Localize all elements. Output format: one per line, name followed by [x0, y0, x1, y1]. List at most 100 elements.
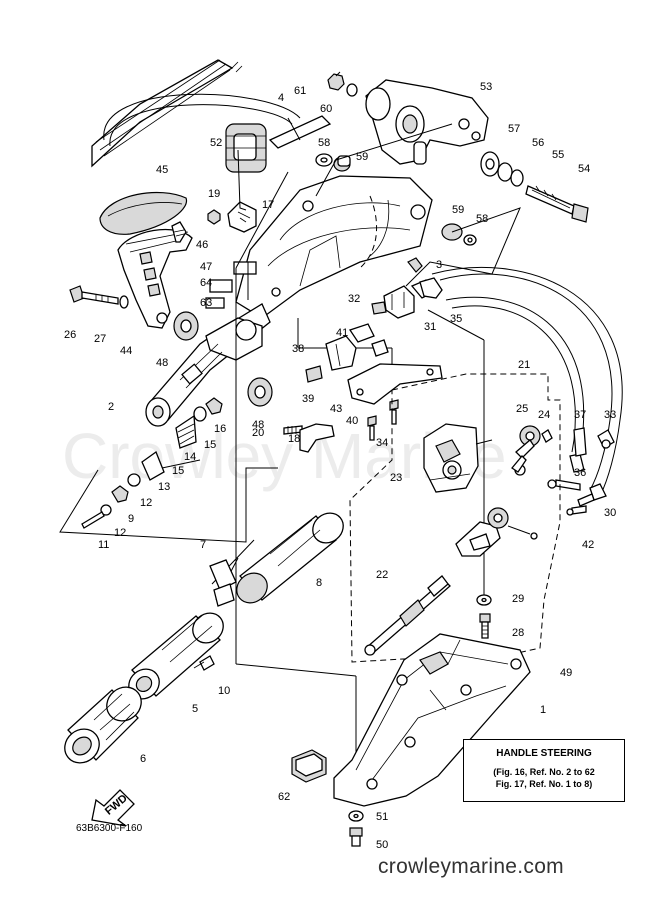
info-box-line2: Fig. 17, Ref. No. 1 to 8) — [495, 779, 593, 789]
callout-41: 41 — [336, 327, 348, 339]
shaft-22 — [364, 507, 538, 656]
callout-12b: 12 — [140, 497, 152, 509]
block-39 — [305, 365, 323, 383]
callout-61: 61 — [294, 85, 306, 97]
callout-38: 38 — [292, 343, 304, 355]
callout-45: 45 — [156, 164, 168, 176]
callout-16: 16 — [214, 423, 226, 435]
callout-15b: 15 — [172, 465, 184, 477]
callout-5: 5 — [192, 703, 198, 715]
callout-44: 44 — [120, 345, 132, 357]
shift-housing-23 — [423, 423, 493, 493]
sticker-7 — [209, 559, 237, 607]
screw-10 — [193, 655, 215, 671]
callout-46: 46 — [196, 239, 208, 251]
block-32 — [371, 301, 387, 315]
clip-24 — [541, 429, 553, 443]
callout-6: 6 — [140, 753, 146, 765]
callout-36: 36 — [574, 467, 586, 479]
callout-48a: 48 — [156, 357, 168, 369]
leader-lines — [59, 71, 521, 790]
callout-51: 51 — [376, 811, 388, 823]
label-sticker-4 — [268, 115, 332, 149]
callout-49: 49 — [560, 667, 572, 679]
clamp-35 — [419, 277, 443, 299]
shift-assembly-box-21 — [349, 373, 561, 663]
handle-grip-44 — [117, 228, 193, 329]
small-parts-9-16 — [81, 397, 223, 529]
callout-52: 52 — [210, 137, 222, 149]
washers-58-59-right — [441, 223, 477, 246]
callout-12a: 12 — [114, 527, 126, 539]
callout-18: 18 — [288, 433, 300, 445]
callout-58a: 58 — [318, 137, 330, 149]
callout-59b: 59 — [452, 204, 464, 216]
callout-14: 14 — [184, 451, 196, 463]
bolt-26 — [69, 285, 129, 309]
bolt-stack-54 — [480, 151, 589, 223]
callout-35: 35 — [450, 313, 462, 325]
steering-arm-2 — [145, 303, 271, 427]
plate-43 — [347, 363, 443, 405]
callout-11: 11 — [98, 539, 109, 551]
stickers-47-63-64 — [205, 261, 257, 309]
callout-7: 7 — [200, 539, 206, 551]
steering-bracket — [235, 175, 433, 319]
info-box-line1: (Fig. 16, Ref. No. 2 to 62 — [493, 767, 595, 777]
screw-40 — [367, 415, 377, 441]
callout-32: 32 — [348, 293, 360, 305]
gear-25 — [511, 425, 541, 476]
callout-2: 2 — [108, 401, 114, 413]
callout-62: 62 — [278, 791, 290, 803]
cap-45 — [99, 191, 188, 235]
bottom-cover-49 — [333, 633, 531, 807]
info-box: HANDLE STEERING (Fig. 16, Ref. No. 2 to … — [463, 739, 625, 802]
callout-34: 34 — [376, 437, 388, 449]
callout-24: 24 — [538, 409, 550, 421]
callout-30: 30 — [604, 507, 616, 519]
grommet-52 — [225, 123, 267, 173]
callout-27: 27 — [94, 333, 106, 345]
callout-13: 13 — [158, 481, 170, 493]
grip-8 — [236, 512, 344, 604]
callout-29: 29 — [512, 593, 524, 605]
callout-55: 55 — [552, 149, 564, 161]
callout-1: 1 — [540, 704, 546, 716]
bushing-48a — [173, 311, 199, 341]
knob-18 — [299, 423, 335, 453]
callout-31: 31 — [424, 321, 436, 333]
bracket-38 — [325, 335, 357, 371]
callout-39: 39 — [302, 393, 314, 405]
clip-41 — [348, 323, 389, 357]
callout-22: 22 — [376, 569, 388, 581]
callout-50: 50 — [376, 839, 388, 851]
callout-59a: 59 — [356, 151, 368, 163]
callout-28: 28 — [512, 627, 524, 639]
callout-37: 37 — [574, 409, 586, 421]
washer-29 — [476, 594, 492, 606]
washers-58-59-left — [315, 153, 351, 172]
rod-36 — [547, 479, 581, 491]
callout-10: 10 — [218, 685, 230, 697]
grip-cover-6 — [64, 686, 142, 764]
throttle-grip-5 — [128, 612, 224, 700]
callout-56: 56 — [532, 137, 544, 149]
callout-33: 33 — [604, 409, 616, 421]
callout-19: 19 — [208, 188, 220, 200]
clip-62 — [291, 749, 327, 783]
callout-21: 21 — [518, 359, 530, 371]
callout-53: 53 — [480, 81, 492, 93]
washer-51 — [348, 810, 364, 822]
callout-25: 25 — [516, 403, 528, 415]
screw-46 — [171, 221, 187, 243]
callout-64: 64 — [200, 277, 212, 289]
clip-33 — [597, 429, 615, 449]
callout-17: 17 — [262, 199, 274, 211]
callout-47: 47 — [200, 261, 212, 273]
callout-63: 63 — [200, 297, 212, 309]
callout-23: 23 — [390, 472, 402, 484]
callout-4: 4 — [278, 92, 284, 104]
callout-48b: 48 — [252, 419, 264, 431]
throttle-cables — [91, 59, 301, 168]
